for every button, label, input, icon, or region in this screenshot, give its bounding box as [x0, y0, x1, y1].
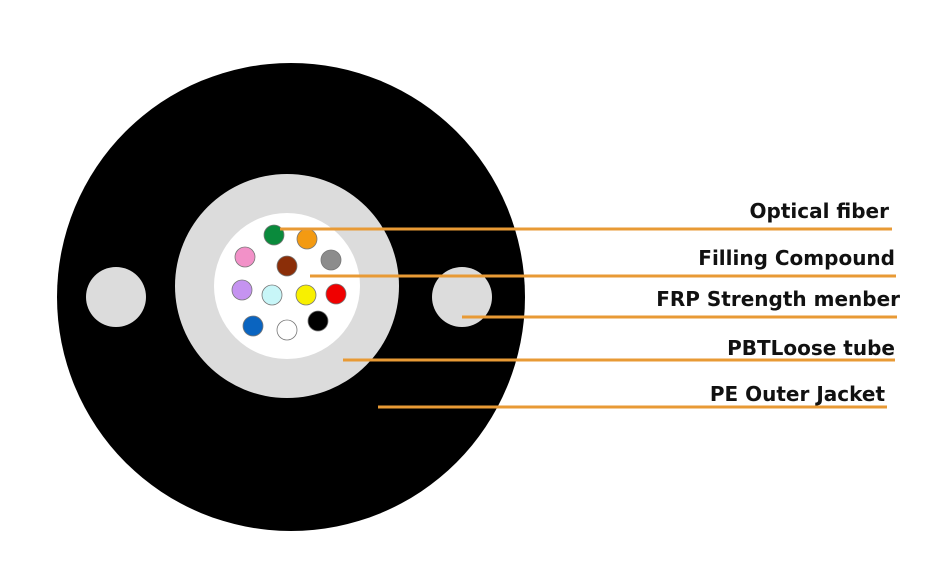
fiber-orange	[296, 228, 318, 250]
fiber-violet	[231, 279, 253, 301]
label-pbt-loose-tube: PBTLoose tube	[727, 336, 895, 360]
fiber-yellow	[295, 284, 317, 306]
label-filling-compound: Filling Compound	[698, 246, 895, 270]
fiber-black	[307, 310, 329, 332]
label-frp-strength-member: FRP Strength menber	[656, 287, 900, 311]
fiber-pink	[234, 246, 256, 268]
fiber-gray	[320, 249, 342, 271]
fiber-red	[325, 283, 347, 305]
fiber-green	[263, 224, 285, 246]
fiber-blue	[242, 315, 264, 337]
label-pe-outer-jacket: PE Outer Jacket	[710, 382, 886, 406]
fiber-white	[276, 319, 298, 341]
label-optical-fiber: Optical fiber	[750, 199, 890, 223]
labels: Optical fiber Filling Compound FRP Stren…	[656, 199, 900, 406]
frp-strength-member-right	[432, 267, 492, 327]
fiber-brown	[276, 255, 298, 277]
leader-lines	[280, 227, 897, 409]
frp-strength-member-left	[86, 267, 146, 327]
optical-fibers	[231, 224, 347, 341]
fiber-aqua	[261, 284, 283, 306]
